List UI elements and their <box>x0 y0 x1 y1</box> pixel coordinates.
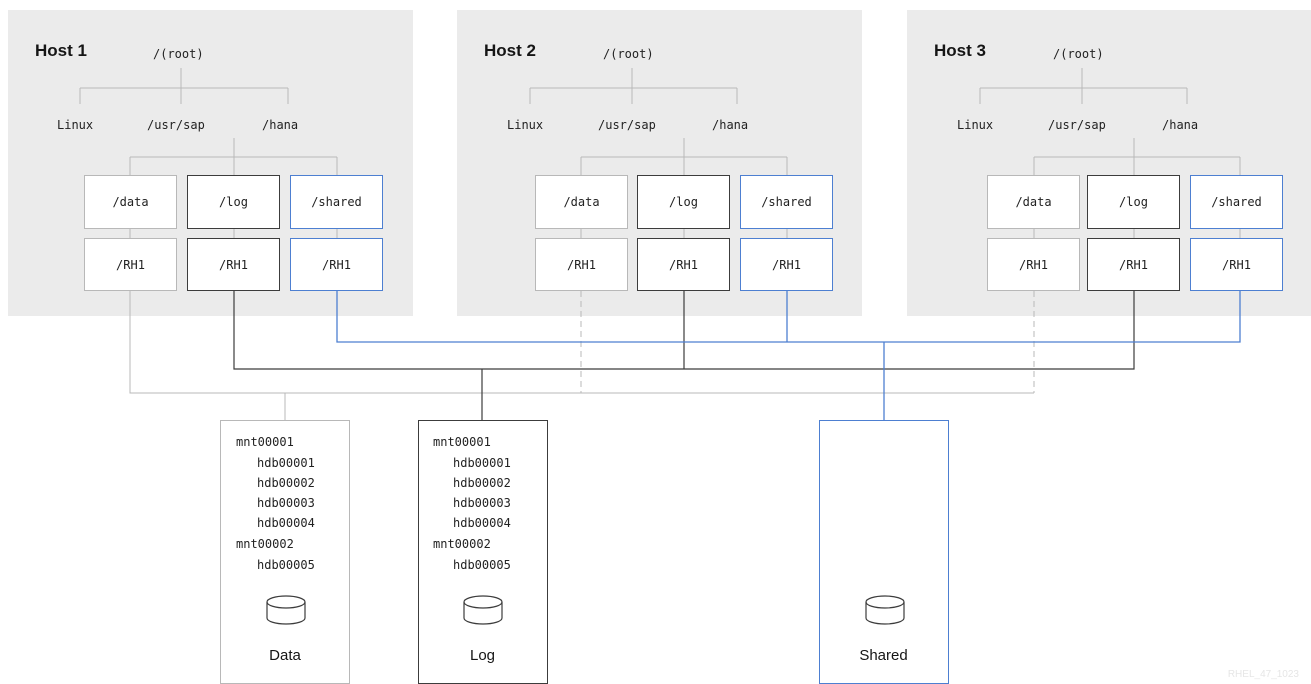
data-sid-box: /RH1 <box>84 238 177 291</box>
usr-sap-label: /usr/sap <box>598 118 656 132</box>
log-storage-box: mnt00001 hdb00001 hdb00002 hdb00003 hdb0… <box>418 420 548 684</box>
shared-bus-lines <box>336 291 1241 420</box>
shared-dir-box: /shared <box>740 175 833 229</box>
tree-entry: hdb00003 <box>453 496 511 510</box>
data-sid-box: /RH1 <box>535 238 628 291</box>
tree-entry: mnt00002 <box>236 537 294 551</box>
tree-entry: hdb00001 <box>257 456 315 470</box>
log-sid-box: /RH1 <box>1087 238 1180 291</box>
data-dir-box: /data <box>535 175 628 229</box>
disk-icon <box>266 595 306 625</box>
data-bus-lines <box>129 291 1035 420</box>
shared-storage-box: Shared <box>819 420 949 684</box>
shared-dir-box: /shared <box>290 175 383 229</box>
tree-entry: hdb00005 <box>453 558 511 572</box>
linux-label: Linux <box>957 118 994 132</box>
log-sid-box: /RH1 <box>187 238 280 291</box>
data-dir-box: /data <box>987 175 1080 229</box>
log-storage-label: Log <box>469 647 496 664</box>
root-label: /(root) <box>603 47 654 61</box>
tree-entry: hdb00003 <box>257 496 315 510</box>
log-sid-box: /RH1 <box>637 238 730 291</box>
hana-label: /hana <box>262 118 299 132</box>
usr-sap-label: /usr/sap <box>1048 118 1106 132</box>
data-dir-box: /data <box>84 175 177 229</box>
image-id-watermark: RHEL_47_1023 <box>1227 669 1299 680</box>
host-3-tree-lines <box>979 68 1241 238</box>
linux-label: Linux <box>507 118 544 132</box>
hana-label: /hana <box>712 118 749 132</box>
hana-label: /hana <box>1162 118 1199 132</box>
host-1-title: Host 1 <box>35 41 87 60</box>
tree-entry: hdb00004 <box>257 516 315 530</box>
tree-entry: hdb00002 <box>453 476 511 490</box>
log-dir-box: /log <box>1087 175 1180 229</box>
data-storage-box: mnt00001 hdb00001 hdb00002 hdb00003 hdb0… <box>220 420 350 684</box>
tree-entry: mnt00002 <box>433 537 491 551</box>
tree-entry: hdb00002 <box>257 476 315 490</box>
data-sid-box: /RH1 <box>987 238 1080 291</box>
disk-icon <box>463 595 503 625</box>
shared-sid-box: /RH1 <box>740 238 833 291</box>
host-2-title: Host 2 <box>484 41 536 60</box>
disk-icon <box>865 595 905 625</box>
root-label: /(root) <box>153 47 204 61</box>
host-1-tree-lines <box>79 68 338 238</box>
usr-sap-label: /usr/sap <box>147 118 205 132</box>
log-dir-box: /log <box>187 175 280 229</box>
linux-label: Linux <box>57 118 94 132</box>
tree-entry: mnt00001 <box>236 435 294 449</box>
tree-entry: hdb00001 <box>453 456 511 470</box>
host-2-tree-lines <box>529 68 788 238</box>
data-storage-label: Data <box>269 647 301 664</box>
shared-storage-label: Shared <box>859 647 908 664</box>
tree-entry: hdb00004 <box>453 516 511 530</box>
shared-sid-box: /RH1 <box>290 238 383 291</box>
root-label: /(root) <box>1053 47 1104 61</box>
tree-entry: mnt00001 <box>433 435 491 449</box>
host-3-title: Host 3 <box>934 41 986 60</box>
log-dir-box: /log <box>637 175 730 229</box>
shared-sid-box: /RH1 <box>1190 238 1283 291</box>
shared-dir-box: /shared <box>1190 175 1283 229</box>
log-bus-lines <box>233 291 1135 420</box>
tree-entry: hdb00005 <box>257 558 315 572</box>
